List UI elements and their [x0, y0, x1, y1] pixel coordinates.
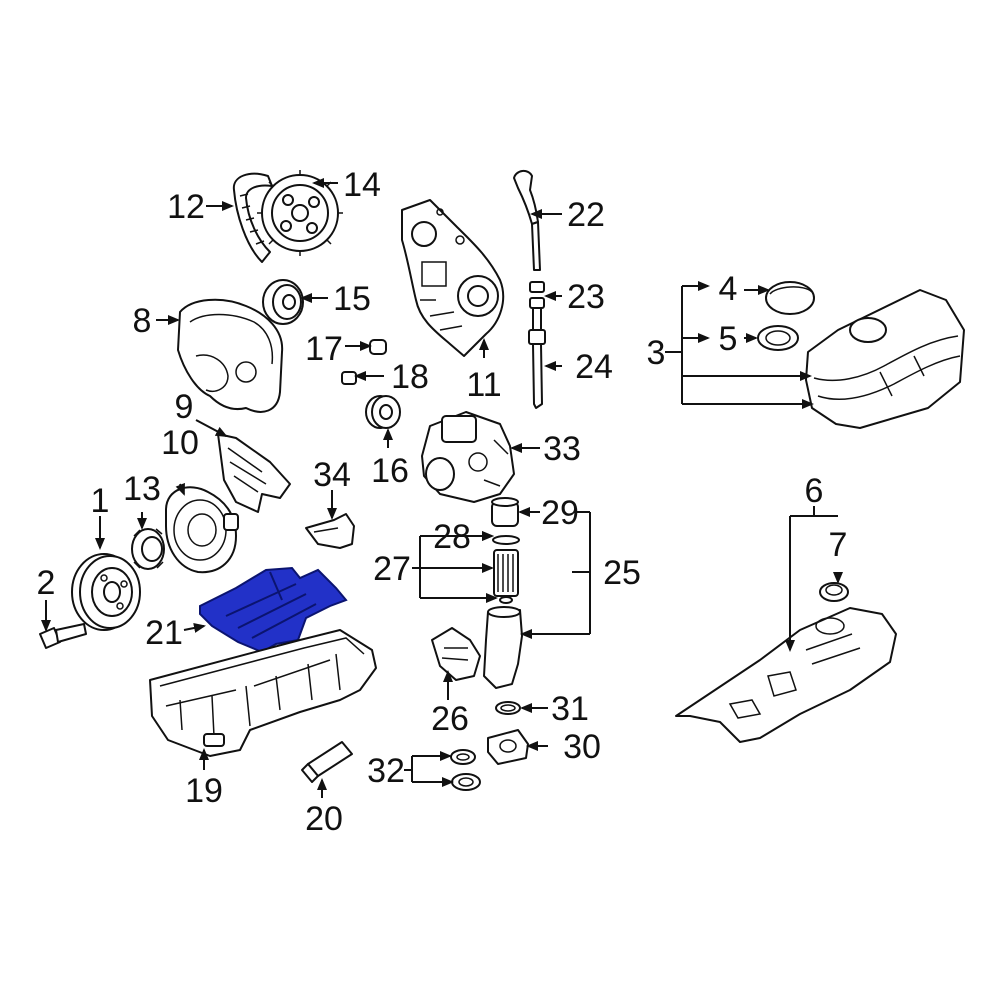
callout-17: 17 — [305, 330, 343, 368]
crankshaft-seal-carrier[interactable] — [165, 486, 239, 574]
callout-16: 16 — [371, 452, 409, 490]
timing-housing[interactable] — [401, 199, 505, 357]
timing-cover-lower[interactable] — [217, 433, 291, 513]
callout-33: 33 — [543, 430, 581, 468]
callout-13: 13 — [123, 470, 161, 508]
callout-25: 25 — [603, 554, 641, 592]
idler-pulley[interactable] — [365, 395, 401, 429]
callout-31: 31 — [551, 690, 589, 728]
callout-23: 23 — [567, 278, 605, 316]
callout-19: 19 — [185, 772, 223, 810]
callout-4: 4 — [719, 270, 738, 308]
oil-filter-element[interactable] — [493, 549, 519, 604]
callout-27: 27 — [373, 550, 411, 588]
sealant-tube[interactable] — [301, 741, 353, 783]
callout-30: 30 — [563, 728, 601, 766]
oil-cooler-seal[interactable] — [495, 701, 521, 715]
callout-32: 32 — [367, 752, 405, 790]
oil-pan-baffle[interactable] — [199, 566, 348, 654]
filter-housing-gaskets[interactable] — [450, 749, 481, 791]
callout-21: 21 — [145, 614, 183, 652]
callout-11: 11 — [466, 366, 501, 404]
callout-9: 9 — [175, 388, 194, 426]
callout-2: 2 — [37, 564, 56, 602]
camshaft-sprocket[interactable] — [257, 170, 343, 256]
callout-14: 14 — [343, 166, 381, 204]
oil-dipstick[interactable] — [513, 170, 541, 271]
callout-34: 34 — [313, 456, 351, 494]
callout-20: 20 — [305, 800, 343, 838]
callout-6: 6 — [805, 472, 824, 510]
timing-cover[interactable] — [177, 298, 284, 413]
tensioner-pulley[interactable] — [262, 279, 304, 325]
callout-22: 22 — [567, 196, 605, 234]
callout-5: 5 — [719, 320, 738, 358]
oil-pan[interactable] — [149, 629, 377, 757]
tensioner-bolt[interactable] — [369, 339, 387, 355]
filler-cap-seal[interactable] — [757, 325, 799, 351]
idler-bolt[interactable] — [341, 371, 357, 385]
oil-filter-housing[interactable] — [483, 606, 523, 689]
valve-cover[interactable] — [805, 289, 965, 429]
crankshaft-pulley[interactable] — [71, 553, 141, 631]
oil-cooler[interactable] — [431, 627, 481, 681]
callout-12: 12 — [167, 188, 205, 226]
bracket[interactable] — [305, 513, 355, 549]
dipstick-guide-seal[interactable] — [529, 281, 545, 309]
engine-cover[interactable] — [675, 607, 897, 743]
callout-15: 15 — [333, 280, 371, 318]
dipstick-tube[interactable] — [528, 307, 546, 409]
callout-29: 29 — [541, 494, 579, 532]
callout-28: 28 — [433, 518, 471, 556]
engine-cover-grommet[interactable] — [819, 582, 849, 602]
filter-cap-seal[interactable] — [492, 535, 520, 545]
callout-18: 18 — [391, 358, 429, 396]
callout-3: 3 — [647, 334, 666, 372]
callout-24: 24 — [575, 348, 613, 386]
callout-26: 26 — [431, 700, 469, 738]
callout-1: 1 — [91, 482, 110, 520]
callout-10: 10 — [161, 424, 199, 462]
oil-pressure-switch[interactable] — [487, 729, 529, 765]
oil-filler-cap[interactable] — [765, 281, 815, 315]
oil-filter-cap[interactable] — [491, 497, 519, 527]
crankshaft-sprocket[interactable] — [131, 528, 165, 570]
timing-belt[interactable] — [232, 172, 273, 263]
vacuum-pump[interactable] — [421, 411, 515, 503]
callout-8: 8 — [133, 302, 152, 340]
callout-7: 7 — [829, 526, 848, 564]
